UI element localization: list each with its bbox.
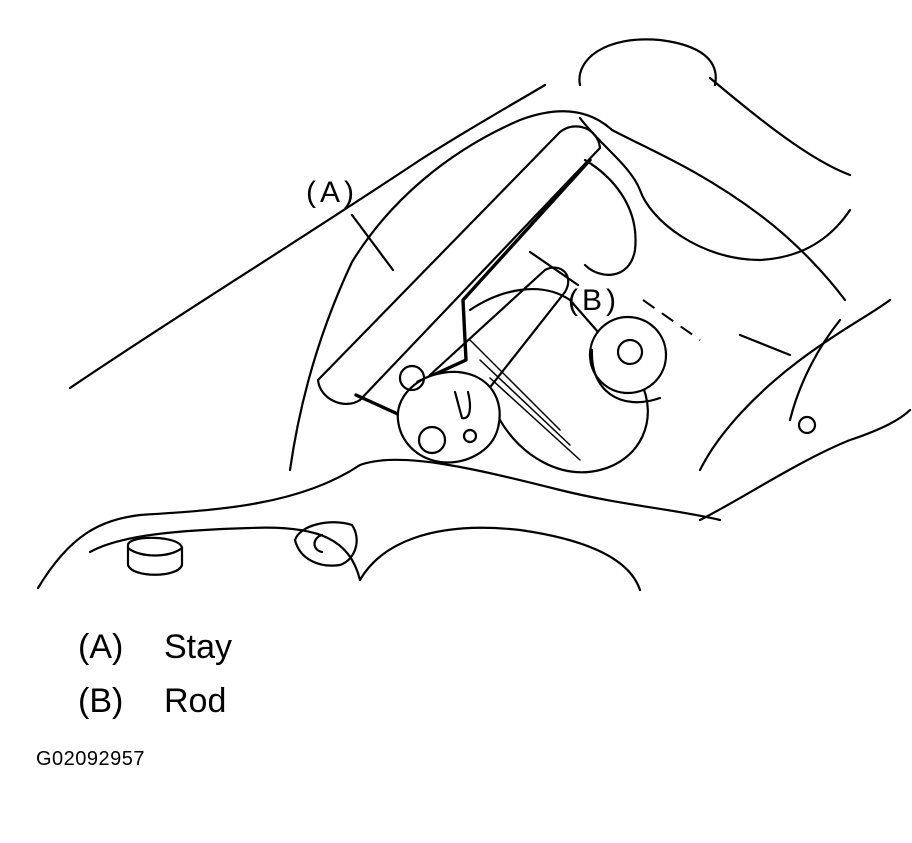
shaft-ribs xyxy=(469,339,581,461)
upper-body-contour xyxy=(68,83,547,390)
legend-key: (A) xyxy=(78,628,124,666)
wrench-handle xyxy=(428,266,570,402)
right-bracket xyxy=(698,298,892,472)
top-right-contour xyxy=(708,76,852,177)
legend-row-a: (A) Stay xyxy=(78,628,232,682)
small-stud xyxy=(398,364,426,392)
knuckle-bulge xyxy=(578,38,717,87)
right-plate xyxy=(738,318,842,422)
legend-key: (B) xyxy=(78,682,124,720)
right-bracket-2 xyxy=(698,408,912,522)
callout-label-a: (A) xyxy=(306,176,358,209)
leader-line-b-dashed xyxy=(642,299,701,341)
leader-line-a xyxy=(350,213,395,272)
figure-code: G02092957 xyxy=(36,748,146,770)
legend: (A) Stay (B) Rod xyxy=(78,628,232,736)
lower-frame-2 xyxy=(88,526,362,582)
hand-upper-contour xyxy=(578,116,852,262)
finger-contour xyxy=(583,158,637,276)
wrench-bolt xyxy=(417,425,447,455)
legend-label: Stay xyxy=(164,628,233,666)
legend-label: Rod xyxy=(164,682,227,720)
stay-lower-edge xyxy=(354,393,402,417)
leader-line-b xyxy=(528,250,580,287)
lower-frame xyxy=(36,458,722,590)
stay-bar xyxy=(316,125,602,405)
legend-row-b: (B) Rod xyxy=(78,682,232,736)
rod-head-hex xyxy=(590,348,662,404)
stay-inner-line xyxy=(416,158,592,384)
callout-label-b: (B) xyxy=(568,284,620,317)
lower-frame-3 xyxy=(358,526,642,592)
right-bolt-hole xyxy=(797,415,817,435)
frame-notch-mark xyxy=(313,533,324,554)
wrench-pin xyxy=(462,428,478,444)
frame-notch xyxy=(293,521,358,567)
right-housing-contour xyxy=(610,128,847,302)
upper-body-contour-2 xyxy=(288,110,614,472)
mechanical-illustration xyxy=(36,38,912,592)
wrench-lever xyxy=(453,390,472,420)
bottom-bolt-cap xyxy=(126,546,184,557)
rod-head-inner xyxy=(616,338,644,366)
wrench-head xyxy=(396,370,501,464)
